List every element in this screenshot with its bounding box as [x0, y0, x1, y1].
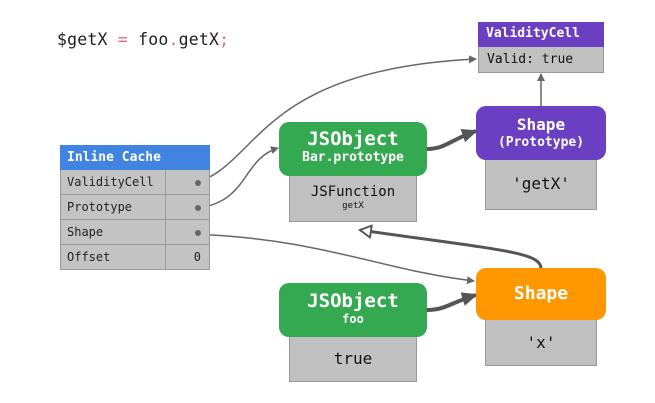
foo-node: JSObject foo [279, 283, 427, 337]
code-statement: $getX = foo.getX; [57, 30, 229, 49]
pointer-dot-icon [195, 205, 201, 211]
inline-cache-row-prototype: Prototype [60, 195, 210, 220]
edge-bar-prototype-to-shape-prototype [426, 128, 478, 151]
shape-x-title: Shape [513, 283, 569, 304]
inline-cache-row-shape: Shape [60, 220, 210, 245]
code-terminator: ; [219, 30, 230, 49]
validity-cell-title: ValidityCell [478, 22, 604, 47]
inline-cache-key: Shape [61, 220, 166, 244]
inline-cache-pointer [166, 220, 209, 244]
bar-prototype-body-sub: getX [342, 201, 364, 211]
foo-title: JSObject [307, 290, 399, 312]
code-operator: = [107, 30, 139, 49]
inline-cache-pointer [166, 195, 209, 219]
inline-cache-row-offset: Offset 0 [60, 245, 210, 270]
shape-x-body: 'x' [485, 318, 597, 366]
pointer-dot-icon [195, 230, 201, 236]
inline-cache-title: Inline Cache [60, 145, 210, 170]
code-lhs: $getX [57, 30, 108, 49]
foo-body: true [289, 335, 417, 382]
inline-cache-pointer [166, 170, 209, 194]
inline-cache-table: Inline Cache ValidityCell Prototype Shap… [60, 145, 210, 270]
code-dot: . [168, 30, 179, 49]
foo-subtitle: foo [342, 312, 364, 326]
validity-cell-box: ValidityCell Valid: true [478, 22, 604, 73]
inline-cache-row-validitycell: ValidityCell [60, 170, 210, 195]
validity-cell-value: Valid: true [478, 47, 604, 73]
edge-shape-x-to-bar-prototype [360, 230, 543, 269]
shape-prototype-body: 'getX' [485, 158, 597, 210]
edge-ic-validitycell-to-validitycell [189, 55, 477, 185]
shape-prototype-title: Shape [516, 115, 566, 134]
edge-ic-shape-to-shape-x [189, 233, 475, 285]
inline-cache-key: Offset [61, 245, 166, 269]
code-property: getX [178, 30, 220, 49]
shape-prototype-subtitle: (Prototype) [497, 135, 585, 150]
inline-cache-value: 0 [193, 250, 201, 264]
edge-foo-to-shape-x [426, 292, 478, 312]
shape-prototype-node: Shape (Prototype) [476, 106, 606, 160]
shape-x-node: Shape [476, 268, 606, 320]
bar-prototype-body-main: JSFunction [310, 184, 396, 200]
bar-prototype-node: JSObject Bar.prototype [279, 122, 427, 176]
bar-prototype-body: JSFunction getX [289, 174, 417, 222]
pointer-dot-icon [195, 180, 201, 186]
code-object: foo [138, 30, 169, 49]
inline-cache-key: ValidityCell [61, 170, 166, 194]
bar-prototype-title: JSObject [307, 128, 399, 150]
bar-prototype-subtitle: Bar.prototype [302, 150, 404, 165]
inline-cache-key: Prototype [61, 195, 166, 219]
